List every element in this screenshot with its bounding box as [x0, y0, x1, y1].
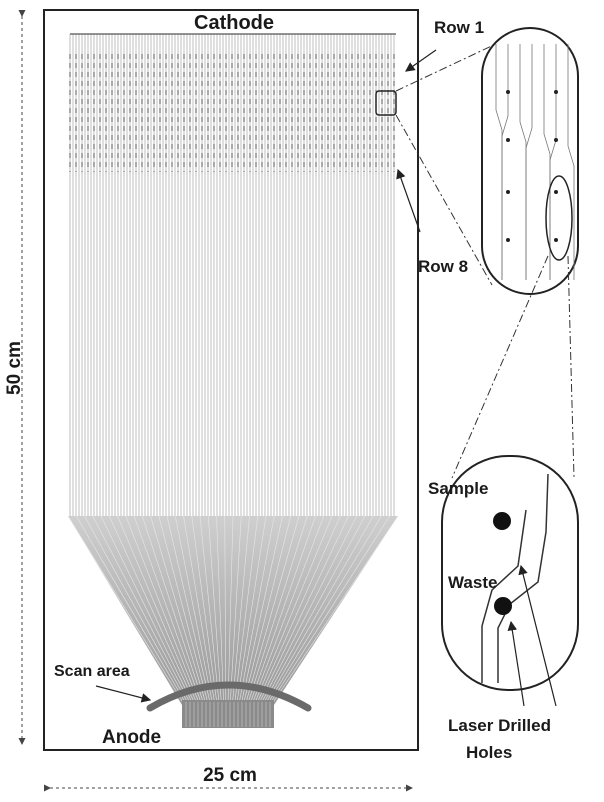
- row1-label: Row 1: [434, 18, 484, 37]
- laser-arrow-2: [507, 620, 525, 707]
- detail-channel-right: [497, 473, 549, 683]
- zoom-connector-bottom: [395, 114, 493, 286]
- width-label: 25 cm: [203, 765, 257, 786]
- detail-connector-right: [567, 255, 575, 479]
- anode-stub: [182, 700, 274, 728]
- row8-arrow: [396, 168, 421, 233]
- anode-channels: [185, 702, 271, 727]
- zoom-callout: [481, 27, 579, 295]
- zoom-connector-top: [395, 41, 501, 92]
- cathode-label: Cathode: [194, 12, 274, 34]
- sample-label: Sample: [428, 479, 488, 498]
- laser-label-line1: Laser Drilled: [448, 716, 551, 735]
- scan-area-label: Scan area: [54, 663, 130, 680]
- funnel-region: [68, 516, 398, 705]
- laser-arrow-1: [518, 564, 557, 707]
- chip-outline: [43, 9, 419, 751]
- detail-connector-left: [451, 255, 549, 479]
- height-label: 50 cm: [4, 341, 25, 395]
- funnel-channels: [67, 515, 399, 705]
- anode-label: Anode: [102, 727, 161, 748]
- zoom-channel-lines: [495, 44, 575, 280]
- waste-label: Waste: [448, 573, 497, 592]
- magnify-box: [375, 90, 397, 116]
- detail-channel-left: [481, 509, 527, 683]
- waste-hole: [494, 597, 512, 615]
- row8-label: Row 8: [418, 257, 468, 276]
- scan-area-arrow: [95, 685, 152, 703]
- laser-label-line2: Holes: [466, 743, 512, 762]
- zoom-highlight-ellipse: [545, 175, 573, 261]
- channel-array: [69, 33, 396, 516]
- row1-arrow: [405, 49, 437, 72]
- scan-area-arc: [146, 681, 312, 712]
- sample-hole: [493, 512, 511, 530]
